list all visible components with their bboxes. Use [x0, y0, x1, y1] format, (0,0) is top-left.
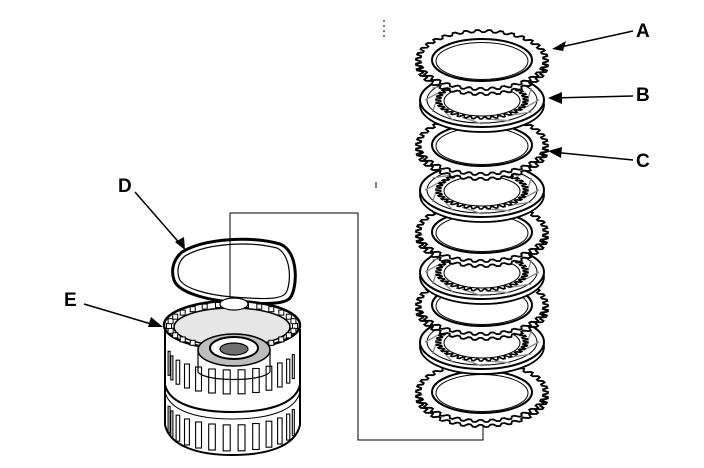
leader-arrows	[83, 30, 634, 327]
assembly-connector-line	[229, 212, 484, 441]
drum-spline-slots	[167, 350, 295, 452]
callout-e: E	[64, 290, 77, 311]
callout-d: D	[118, 176, 132, 197]
callout-a: A	[636, 21, 650, 42]
steel-plate-top	[415, 29, 549, 96]
clutch-plate-stack	[415, 29, 549, 428]
clutch-drum	[162, 297, 302, 457]
snap-ring	[171, 237, 297, 305]
callout-b: B	[636, 85, 650, 106]
steel-plate-bottom	[415, 361, 549, 428]
callout-c: C	[636, 151, 650, 172]
